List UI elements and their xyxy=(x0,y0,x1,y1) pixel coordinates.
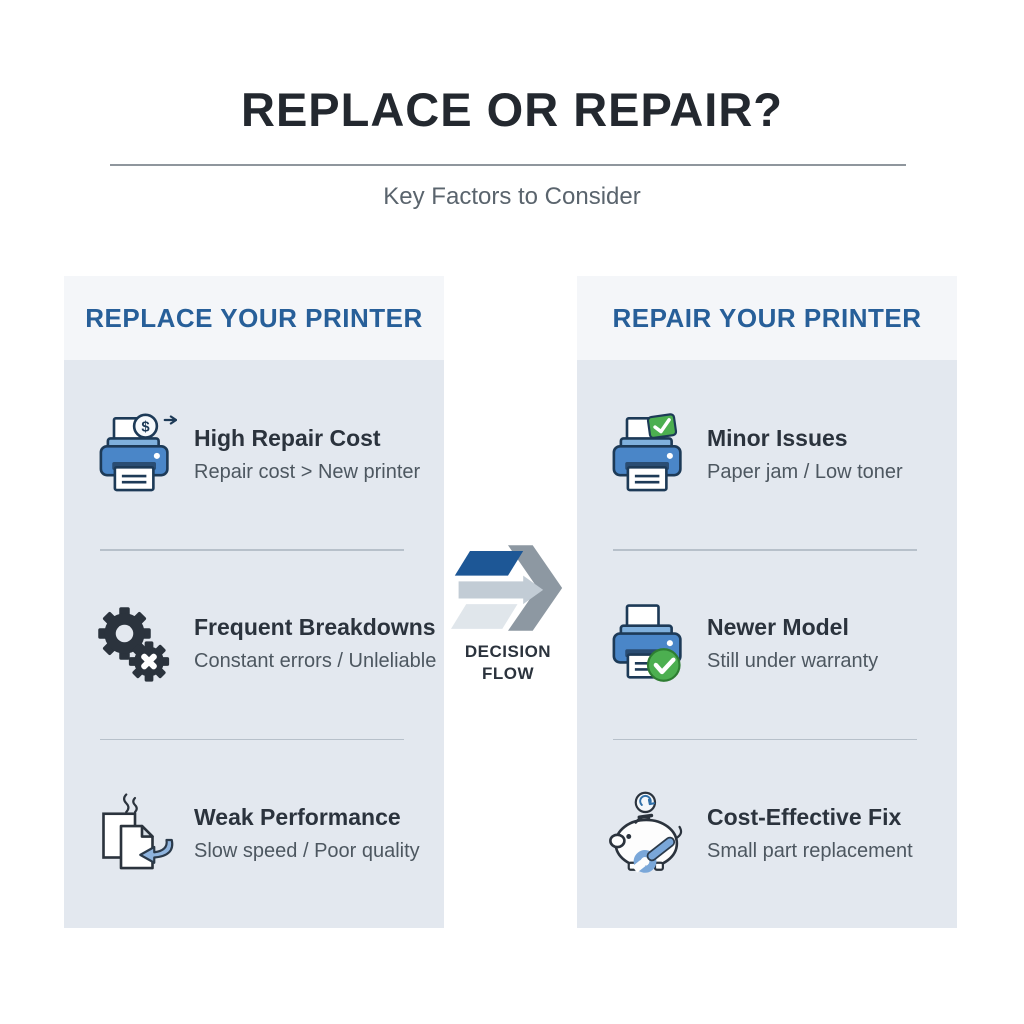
item-weak-performance: Weak Performance Slow speed / Poor quali… xyxy=(64,738,444,928)
item-title: Cost-Effective Fix xyxy=(707,803,902,830)
item-title: Newer Model xyxy=(707,614,849,641)
replace-column-header: REPLACE YOUR PRINTER xyxy=(64,276,444,360)
page-title: REPLACE OR REPAIR? xyxy=(241,83,783,136)
page-subtitle: Key Factors to Consider xyxy=(383,183,641,210)
printer-dollar-icon: $ xyxy=(93,413,177,497)
repair-column-header: REPAIR YOUR PRINTER xyxy=(577,276,957,360)
title-divider xyxy=(110,164,906,166)
printer-check-icon xyxy=(606,412,690,497)
item-subtitle: Paper jam / Low toner xyxy=(707,461,903,484)
repair-column-body: Minor Issues Paper jam / Low toner xyxy=(577,360,957,928)
decision-flow-arrow-icon xyxy=(451,545,563,631)
replace-column-body: $ High Repair Cost Repair cost > New pri… xyxy=(64,360,444,928)
item-title: Frequent Breakdowns xyxy=(194,614,436,641)
item-subtitle: Repair cost > New printer xyxy=(194,461,421,484)
item-frequent-breakdowns: Frequent Breakdowns Constant errors / Un… xyxy=(64,549,444,738)
gears-error-icon xyxy=(93,602,177,686)
item-minor-issues: Minor Issues Paper jam / Low toner xyxy=(577,360,957,549)
decision-flow: DECISION FLOW xyxy=(440,545,576,685)
item-subtitle: Still under warranty xyxy=(707,650,879,673)
item-subtitle: Constant errors / Unleliable xyxy=(194,650,437,673)
item-title: High Repair Cost xyxy=(194,425,381,452)
item-title: Weak Performance xyxy=(194,803,401,830)
item-cost-effective-fix: Cost-Effective Fix Small part replacemen… xyxy=(577,738,957,928)
documents-performance-icon xyxy=(93,791,177,875)
repair-column: REPAIR YOUR PRINTER xyxy=(577,276,957,928)
item-high-repair-cost: $ High Repair Cost Repair cost > New pri… xyxy=(64,360,444,549)
item-subtitle: Slow speed / Poor quality xyxy=(194,839,420,862)
item-title: Minor Issues xyxy=(707,425,848,452)
item-newer-model: Newer Model Still under warranty xyxy=(577,549,957,738)
decision-flow-label: DECISION FLOW xyxy=(464,642,552,684)
piggy-bank-wrench-icon xyxy=(606,791,690,875)
printer-warranty-icon xyxy=(606,602,690,686)
item-subtitle: Small part replacement xyxy=(707,839,913,862)
replace-column: REPLACE YOUR PRINTER $ xyxy=(64,276,444,928)
svg-text:$: $ xyxy=(141,419,150,435)
